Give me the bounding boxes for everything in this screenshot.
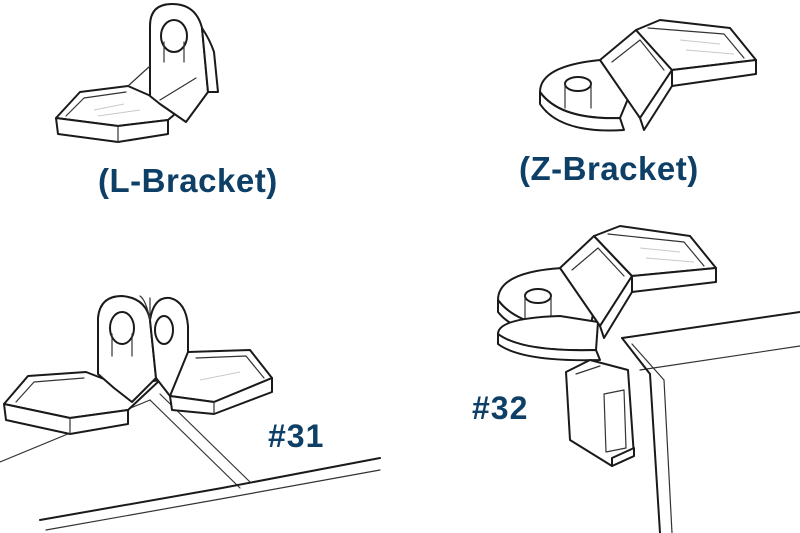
- install-32-drawing: [497, 225, 800, 533]
- item-31-label: #31: [268, 418, 325, 454]
- l-bracket-label: (L-Bracket): [98, 162, 278, 199]
- install-31-drawing: [0, 295, 381, 531]
- l-bracket-drawing: [55, 3, 219, 143]
- item-32-label: #32: [472, 390, 529, 426]
- z-bracket-label: (Z-Bracket): [519, 150, 699, 187]
- z-bracket-drawing: [539, 19, 757, 132]
